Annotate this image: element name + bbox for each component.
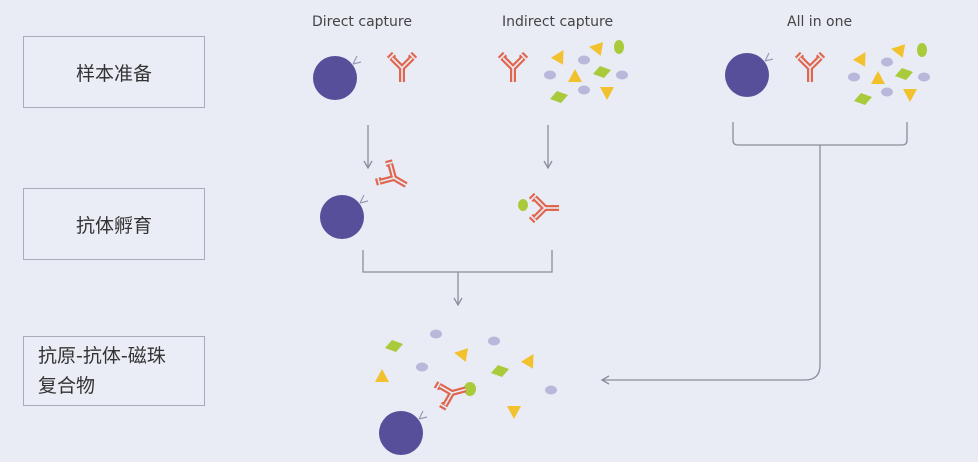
magnetic-bead xyxy=(724,52,774,98)
merge-bracket xyxy=(732,122,908,146)
magnetic-bead xyxy=(312,55,362,101)
step-label-line2: 复合物 xyxy=(38,375,96,397)
column-title-all-in-one: All in one xyxy=(787,14,853,30)
column-title-direct: Direct capture xyxy=(312,14,412,30)
antibody xyxy=(797,54,823,82)
step-label: 样本准备 xyxy=(75,62,152,85)
column-title-indirect: Indirect capture xyxy=(502,14,614,30)
complex-mixture xyxy=(375,329,557,419)
step-sample-prep: 样本准备 xyxy=(23,36,205,108)
step-label: 抗体孵育 xyxy=(75,214,152,237)
antigen-mixture xyxy=(848,41,930,105)
antibody-antigen xyxy=(518,195,559,221)
arrow-to-complex xyxy=(600,145,821,385)
antibody xyxy=(500,54,526,82)
antibody xyxy=(389,54,415,82)
magnetic-bead xyxy=(319,194,369,240)
step-antibody-incubation: 抗体孵育 xyxy=(23,188,205,260)
antigen-antibody-bead-complex xyxy=(378,377,476,456)
step-complex: 抗原-抗体-磁珠 复合物 xyxy=(23,336,205,406)
merge-bracket xyxy=(362,250,553,273)
antibody xyxy=(375,160,412,197)
step-label-line1: 抗原-抗体-磁珠 xyxy=(38,345,166,367)
antigen-mixture xyxy=(544,39,628,103)
